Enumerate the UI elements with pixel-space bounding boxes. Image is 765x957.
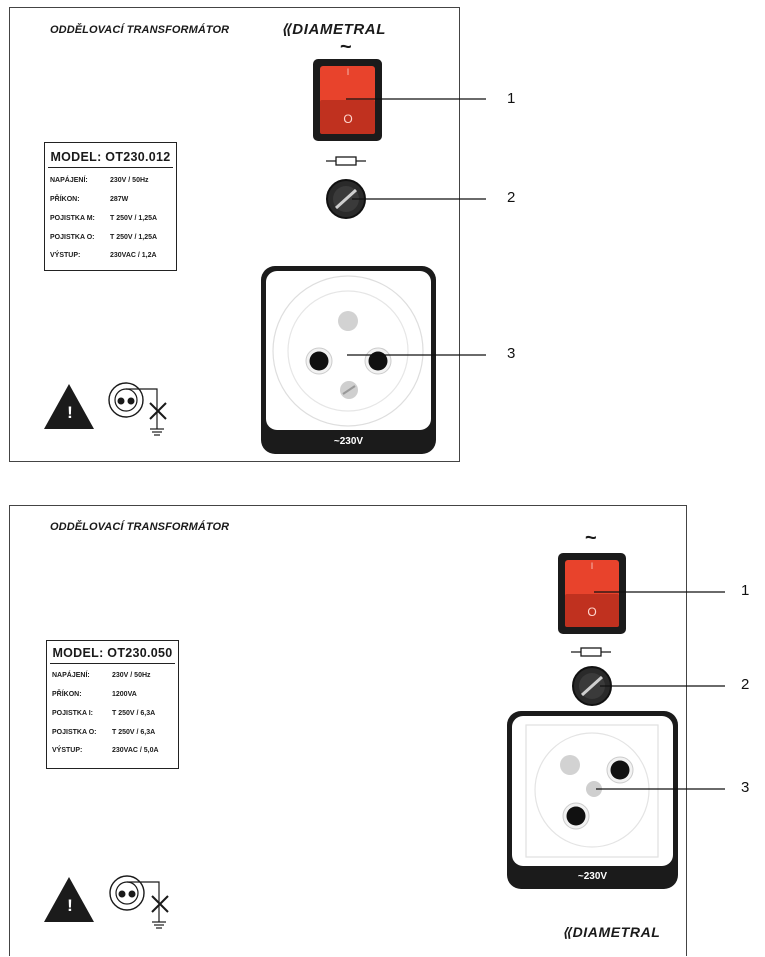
spec-row: POJISTKA M:T 250V / 1,25A	[50, 215, 158, 222]
panel-title: ODDĚLOVACÍ TRANSFORMÁTOR	[50, 521, 230, 533]
model-title: MODEL: OT230.050	[52, 646, 173, 660]
bottom-panel-artwork	[44, 553, 725, 929]
callout-lines	[346, 98, 486, 356]
spec-row: NAPÁJENÍ:230V / 50Hz	[50, 177, 149, 184]
callout-number-1: 1	[507, 90, 516, 107]
spec-row: NAPÁJENÍ:230V / 50Hz	[52, 672, 151, 679]
spec-row: PŘÍKON:1200VA	[52, 691, 137, 698]
brand-logo: ⟪DIAMETRAL	[563, 924, 660, 941]
warning-mark: !	[67, 403, 73, 422]
top-panel: ODDĚLOVACÍ TRANSFORMÁTOR ⟪DIAMETRAL ~	[9, 7, 486, 462]
callout-number-2: 2	[507, 189, 516, 206]
brand-logo-icon: ⟪	[282, 22, 292, 38]
socket-label: ~230V	[333, 436, 364, 447]
callout-number-3: 3	[507, 345, 516, 362]
warning-triangle-icon	[44, 384, 94, 429]
ac-symbol: ~	[585, 527, 597, 549]
model-label-plate: MODEL: OT230.012 NAPÁJENÍ:230V / 50Hz PŘ…	[44, 142, 177, 271]
double-insulation-icon	[108, 382, 167, 436]
divider	[50, 663, 175, 664]
bottom-panel: ODDĚLOVACÍ TRANSFORMÁTOR ~ ⟪DIAMETRAL	[9, 505, 725, 956]
spec-row: VÝSTUP:230VAC / 5,0A	[52, 747, 159, 754]
switch-on-label: I	[590, 561, 594, 571]
power-socket-icon[interactable]	[261, 266, 436, 454]
brand-name: DIAMETRAL	[292, 21, 387, 38]
callout-lines	[594, 591, 725, 790]
spec-row: PŘÍKON:287W	[50, 196, 129, 203]
divider	[48, 167, 173, 168]
fuse-holder-icon[interactable]	[572, 666, 612, 706]
callout-number-2: 2	[741, 676, 750, 693]
power-switch-icon[interactable]	[558, 553, 626, 634]
switch-off-label: O	[343, 112, 353, 126]
brand-logo-icon: ⟪	[563, 925, 572, 940]
socket-label: ~230V	[577, 871, 608, 882]
spec-row: POJISTKA O:T 250V / 1,25A	[50, 234, 158, 241]
spec-row: POJISTKA I:T 250V / 6,3A	[52, 710, 156, 717]
fuse-icon	[571, 647, 611, 657]
warning-mark: !	[67, 896, 73, 915]
callout-number-3: 3	[741, 779, 750, 796]
power-socket-icon[interactable]	[507, 711, 678, 889]
brand-logo: ⟪DIAMETRAL	[282, 21, 386, 38]
panel-title: ODDĚLOVACÍ TRANSFORMÁTOR	[50, 24, 230, 36]
brand-name: DIAMETRAL	[572, 924, 661, 940]
model-label-plate: MODEL: OT230.050 NAPÁJENÍ:230V / 50Hz PŘ…	[46, 640, 179, 769]
switch-off-label: O	[587, 605, 597, 619]
power-switch-icon[interactable]	[313, 59, 382, 141]
fuse-icon	[326, 156, 366, 166]
spec-row: VÝSTUP:230VAC / 1,2A	[50, 252, 157, 259]
top-panel-artwork	[44, 59, 486, 454]
double-insulation-icon	[109, 875, 169, 929]
spec-row: POJISTKA O:T 250V / 6,3A	[52, 729, 156, 736]
warning-triangle-icon	[44, 877, 94, 922]
switch-on-label: I	[346, 67, 350, 77]
model-title: MODEL: OT230.012	[50, 150, 171, 164]
ac-symbol: ~	[340, 36, 352, 58]
callout-number-1: 1	[741, 582, 750, 599]
